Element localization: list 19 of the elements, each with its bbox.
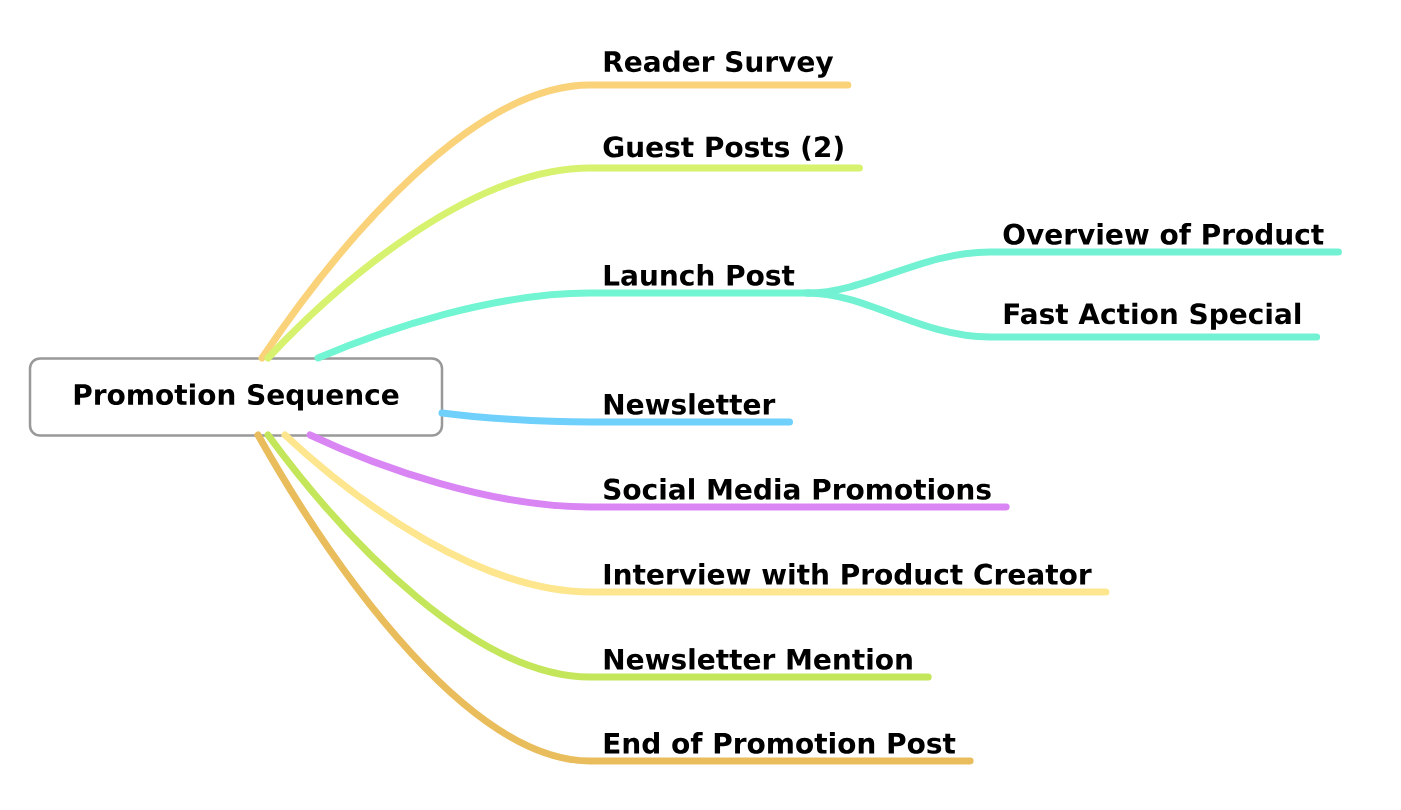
branch-line <box>264 431 932 681</box>
branch-label: Launch Post <box>604 264 795 286</box>
branch-label: Newsletter <box>604 393 776 415</box>
branch-line <box>258 81 852 362</box>
branch-label: End of Promotion Post <box>604 732 956 754</box>
branch-label: Overview of Product <box>1003 223 1324 245</box>
branch-label: Newsletter Mention <box>604 648 912 670</box>
branch-label: Interview with Product Creator <box>604 563 1092 585</box>
branch-line <box>254 431 974 765</box>
branch-label: Social Media Promotions <box>604 478 991 500</box>
branch-label: Reader Survey <box>604 50 834 78</box>
branch-line <box>438 409 793 426</box>
branch-line <box>803 289 1321 341</box>
branch-line <box>264 164 863 362</box>
branch-label: Fast Action Special <box>1004 302 1301 330</box>
branch-line <box>306 431 1010 511</box>
root-box: Promotion Sequence <box>28 357 444 437</box>
branch-label: Guest Posts (2) <box>603 135 843 161</box>
branch-line <box>281 431 1110 596</box>
